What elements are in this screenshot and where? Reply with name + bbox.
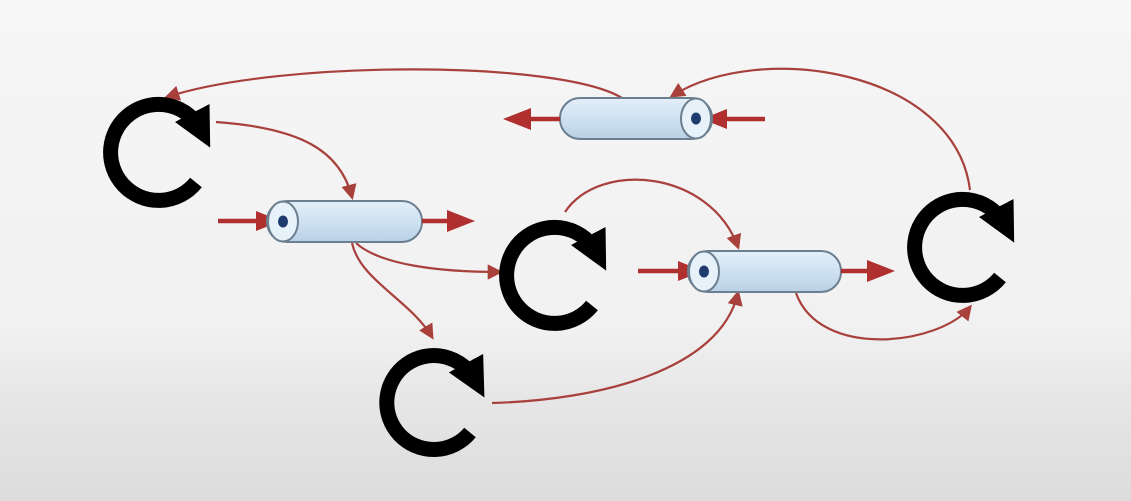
channel-2-output-arrowhead xyxy=(447,210,475,232)
channel-3-output-arrowhead xyxy=(867,260,895,282)
connector-process4-to-channel1 xyxy=(669,67,972,191)
channel-2 xyxy=(218,200,475,243)
channel-1 xyxy=(503,97,765,140)
connector-channel3-to-process4 xyxy=(794,292,972,341)
connector-channel2-to-process3 xyxy=(350,242,434,340)
connector-process1-to-channel2 xyxy=(215,120,357,200)
process-1 xyxy=(103,96,211,208)
connector-channel1-to-process1 xyxy=(164,68,623,101)
cycle-arrow-icon xyxy=(907,191,1015,303)
channel-2-port xyxy=(278,215,288,228)
channel-3 xyxy=(638,250,895,293)
cycle-arrow-icon xyxy=(499,219,607,331)
channel-1-port xyxy=(691,112,701,125)
connector-channel2-to-process2 xyxy=(355,242,504,280)
process-4 xyxy=(907,191,1015,303)
connector-process2-to-channel3 xyxy=(564,178,742,250)
channel-3-port xyxy=(699,265,709,278)
process-2 xyxy=(499,219,607,331)
connector-process3-to-channel3 xyxy=(491,290,743,405)
cycle-arrow-icon xyxy=(103,96,211,208)
process-3 xyxy=(379,348,485,458)
connectors xyxy=(164,67,972,405)
channel-1-output-arrowhead xyxy=(503,108,531,130)
channel-1-input-arrowhead xyxy=(702,109,727,129)
cycle-arrow-icon xyxy=(379,348,485,458)
